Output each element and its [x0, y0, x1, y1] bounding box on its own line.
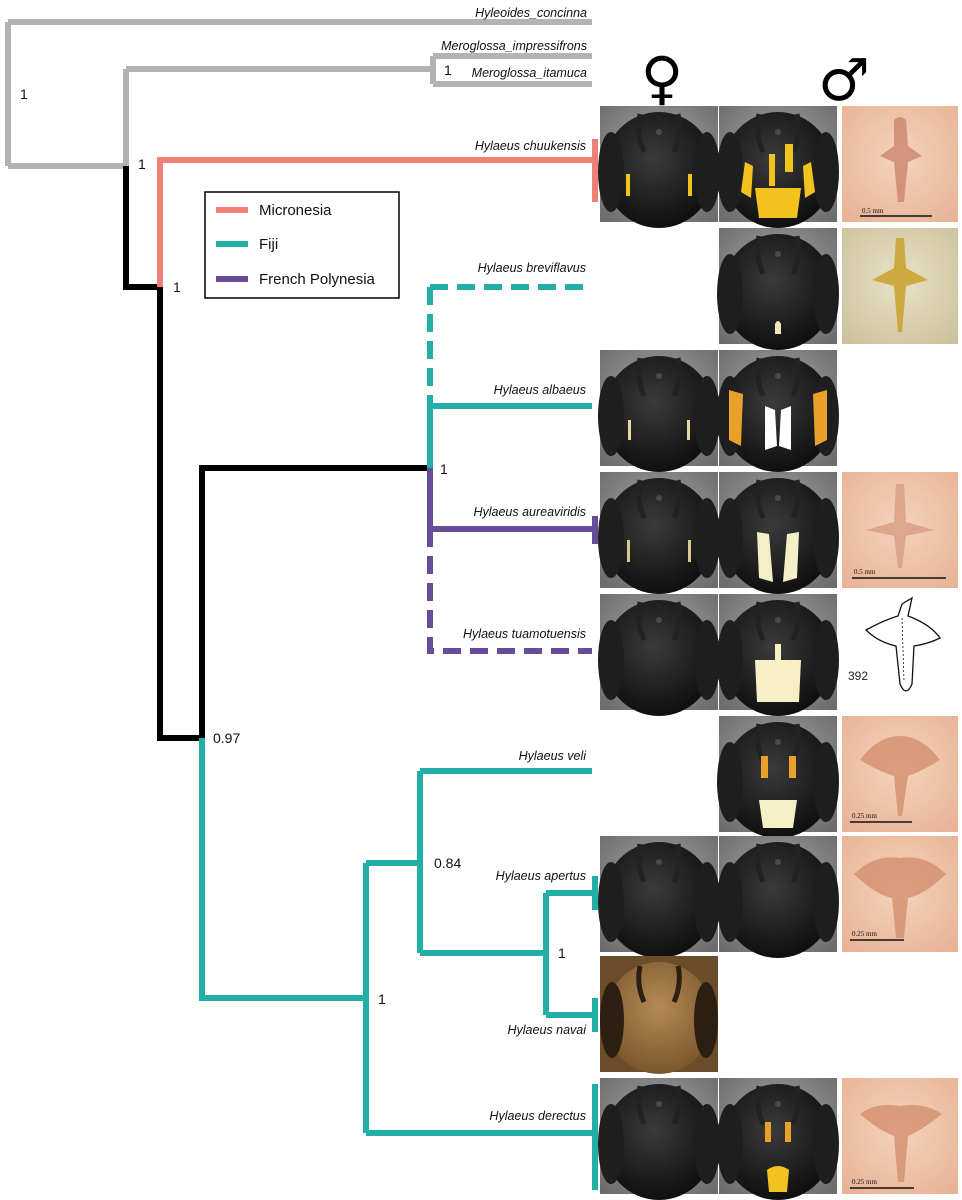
branch-backbone-3 — [199, 465, 430, 738]
support-value: 1 — [444, 62, 452, 78]
outgroup-branches — [5, 19, 592, 169]
legend-label-fiji: Fiji — [259, 236, 278, 253]
support-value: 1 — [558, 945, 566, 961]
female-head-apertus — [598, 836, 720, 958]
taxon-label: Hylaeus albaeus — [494, 383, 586, 397]
female-symbol: ♀ — [641, 44, 683, 112]
scale-bar-label: 0.25 mm — [852, 1178, 877, 1186]
genitalia-drawing-tuamotuensis: 392 — [842, 594, 960, 710]
female-head-derectus — [598, 1078, 720, 1200]
scale-bar-label: 0.25 mm — [852, 812, 877, 820]
branch-backbone-2 — [157, 287, 202, 741]
male-head-breviflavus — [717, 228, 839, 350]
specimen-images: 0.5 mm — [598, 106, 960, 1200]
tree-branches — [5, 19, 598, 1190]
genitalia-chuukensis: 0.5 mm — [842, 106, 958, 222]
taxon-label: Hylaeus apertus — [496, 869, 586, 883]
branch-chuukensis — [157, 157, 592, 287]
legend-label-micronesia: Micronesia — [259, 202, 332, 219]
scale-bar-label: 0.25 mm — [852, 930, 877, 938]
branch-fiji-clade-stem — [199, 738, 366, 1001]
male-head-chuukensis — [717, 106, 839, 228]
taxon-label: Hylaeus navai — [507, 1023, 587, 1037]
support-value: 1 — [378, 991, 386, 1007]
backbone-branches — [123, 166, 430, 741]
support-value: 1 — [173, 279, 181, 295]
taxon-label: Hylaeus veli — [519, 749, 588, 763]
male-head-derectus — [717, 1078, 839, 1200]
female-head-aureaviridis — [598, 472, 720, 594]
drawing-number: 392 — [848, 669, 868, 683]
branch-breviflavus-dashed — [427, 284, 592, 406]
male-head-veli — [717, 716, 839, 838]
female-head-navai — [600, 956, 718, 1074]
support-value: 1 — [20, 86, 28, 102]
genitalia-derectus: 0.25 mm — [842, 1078, 958, 1194]
support-value: 1 — [440, 461, 448, 477]
scale-bar-label: 0.5 mm — [854, 568, 876, 576]
french-polynesia-branches — [427, 468, 598, 654]
branch-tuamotuensis-dashed — [427, 529, 592, 654]
taxon-label: Hylaeus aureaviridis — [473, 505, 586, 519]
legend: Micronesia Fiji French Polynesia — [204, 191, 400, 299]
genitalia-apertus: 0.25 mm — [842, 836, 958, 952]
support-value: 1 — [138, 156, 146, 172]
genitalia-breviflavus — [842, 228, 958, 344]
taxon-labels: Hyleoides_concinna Meroglossa_impressifr… — [441, 6, 587, 1123]
legend-label-french-polynesia: French Polynesia — [259, 271, 376, 288]
male-head-aureaviridis — [717, 472, 839, 594]
scale-bar-label: 0.5 mm — [862, 207, 884, 215]
micronesia-branches — [157, 139, 598, 287]
taxon-label: Hylaeus tuamotuensis — [463, 627, 586, 641]
taxon-label: Meroglossa_impressifrons — [441, 39, 587, 53]
genitalia-aureaviridis: 0.5 mm — [842, 472, 958, 588]
support-values: 1 1 1 1 1 0.97 0.84 1 1 — [20, 62, 566, 1007]
female-head-tuamotuensis — [598, 594, 720, 716]
branch-backbone-1 — [123, 166, 160, 290]
female-head-albaeus — [598, 350, 720, 472]
taxon-label: Hylaeus chuukensis — [475, 139, 586, 153]
support-value: 0.84 — [434, 855, 461, 871]
support-value: 0.97 — [213, 730, 240, 746]
genitalia-veli: 0.25 mm — [842, 716, 958, 832]
male-head-albaeus — [717, 350, 839, 472]
taxon-label: Hylaeus breviflavus — [478, 261, 586, 275]
male-head-tuamotuensis — [717, 594, 839, 716]
female-head-chuukensis — [598, 106, 720, 228]
taxon-label: Hyleoides_concinna — [475, 6, 587, 20]
male-symbol: ♂ — [818, 46, 870, 114]
male-head-apertus — [717, 836, 839, 958]
fiji-branches — [199, 284, 598, 1190]
taxon-label: Meroglossa_itamuca — [472, 66, 587, 80]
taxon-label: Hylaeus derectus — [489, 1109, 586, 1123]
